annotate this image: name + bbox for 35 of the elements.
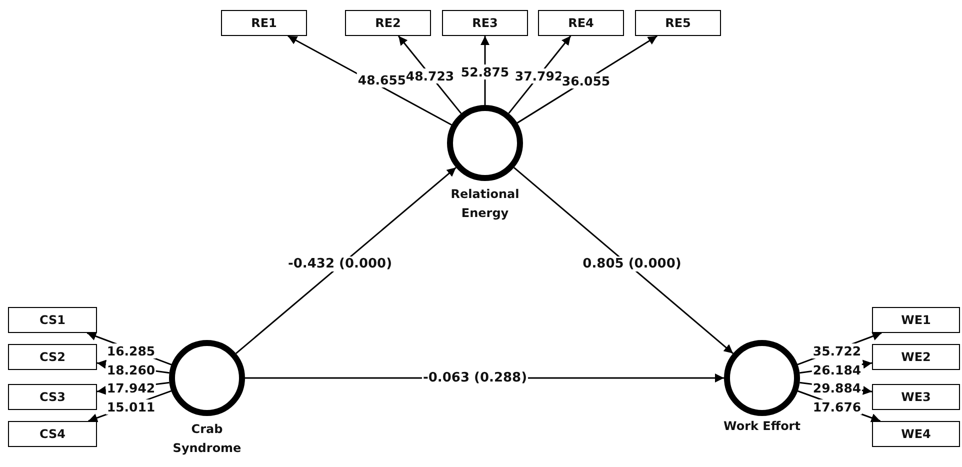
edge-label: 16.285 (106, 344, 156, 358)
edge-label: 15.011 (106, 400, 156, 414)
edge-label: 17.942 (106, 380, 156, 396)
edge-label: -0.432 (0.000) (286, 256, 394, 272)
indicator-box: RE4 (538, 10, 624, 36)
edge-label: 52.875 (460, 64, 510, 80)
indicator-box: RE3 (442, 10, 528, 36)
construct-circle (447, 105, 523, 181)
edge-label: 17.676 (812, 400, 862, 414)
construct-name: Relational Energy (450, 186, 520, 222)
indicator-box: CS3 (8, 384, 97, 410)
arrow (236, 166, 456, 354)
edge-label: 26.184 (812, 362, 862, 378)
edge-label: 0.805 (0.000) (582, 256, 682, 272)
arrow (514, 167, 734, 354)
indicator-box: RE5 (635, 10, 721, 36)
indicator-box: CS1 (8, 307, 97, 333)
edge-label: -0.063 (0.288) (422, 370, 528, 386)
construct-name: Work Effort (722, 418, 802, 435)
indicator-box: RE2 (345, 10, 431, 36)
edge-label: 48.723 (404, 68, 456, 84)
edge-label: 35.722 (812, 344, 862, 358)
edge-label: 18.260 (106, 362, 156, 378)
edge-label: 36.055 (560, 74, 612, 88)
edge-label: 48.655 (356, 72, 408, 88)
indicator-box: WE2 (872, 344, 960, 370)
indicator-box: WE4 (872, 421, 960, 447)
indicator-box: CS2 (8, 344, 97, 370)
edge-label: 29.884 (812, 380, 862, 396)
indicator-box: WE3 (872, 384, 960, 410)
indicator-box: WE1 (872, 307, 960, 333)
construct-name: Crab Syndrome (172, 421, 242, 457)
indicator-box: RE1 (221, 10, 307, 36)
indicator-box: CS4 (8, 421, 97, 447)
edge-label: 37.792 (514, 68, 564, 84)
